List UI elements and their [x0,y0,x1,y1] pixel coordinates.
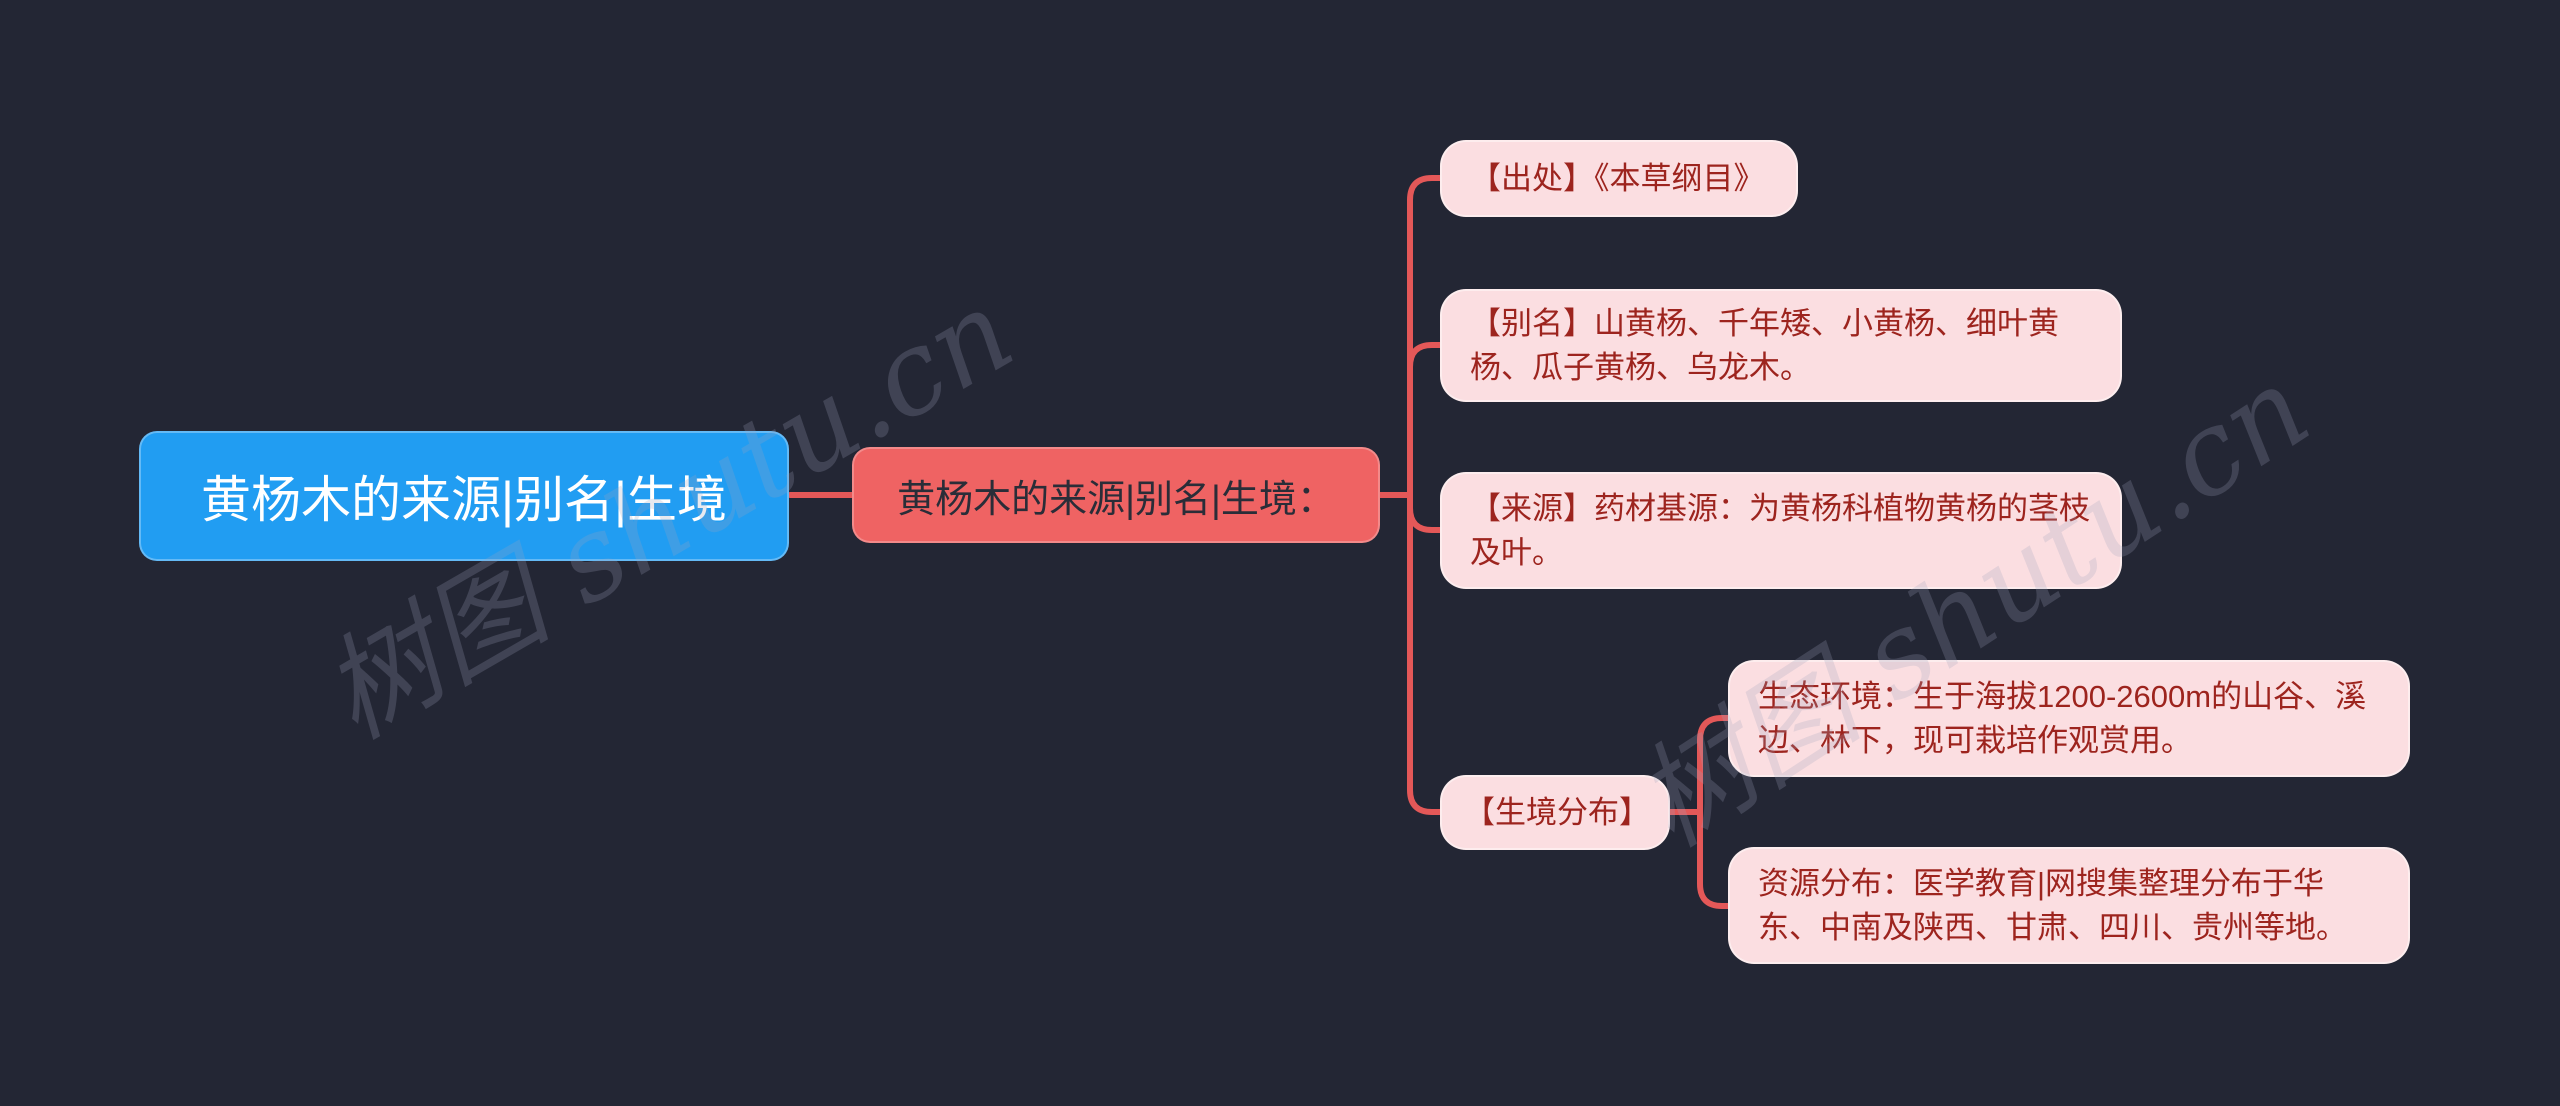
sub-branch-node-label: 资源分布：医学教育|网搜集整理分布于华东、中南及陕西、甘肃、四川、贵州等地。 [1758,865,2347,945]
link-to-shengjing [1407,492,1443,815]
branch-node-habitat-distribution[interactable]: 【生境分布】 [1440,775,1670,850]
branch-node-origin[interactable]: 【来源】药材基源：为黄杨科植物黄杨的茎枝及叶。 [1440,472,2122,589]
root-node[interactable]: 黄杨木的来源|别名|生境 [139,431,789,561]
branch-node-label: 【来源】药材基源：为黄杨科植物黄杨的茎枝及叶。 [1470,490,2090,570]
branch-node-aliases[interactable]: 【别名】山黄杨、千年矮、小黄杨、细叶黄杨、瓜子黄杨、乌龙木。 [1440,289,2122,402]
center-topic-label: 黄杨木的来源|别名|生境： [897,478,1335,521]
branch-node-source-citation[interactable]: 【出处】《本草纲目》 [1440,140,1798,217]
root-node-label: 黄杨木的来源|别名|生境 [201,472,727,528]
link-to-ziyuan [1697,809,1731,909]
link-to-chuchu [1407,175,1443,498]
link-to-bieming [1407,342,1443,498]
branch-node-label: 【别名】山黄杨、千年矮、小黄杨、细叶黄杨、瓜子黄杨、乌龙木。 [1470,305,2059,385]
sub-branch-node-resource-distribution[interactable]: 资源分布：医学教育|网搜集整理分布于华东、中南及陕西、甘肃、四川、贵州等地。 [1728,847,2410,964]
branch-node-label: 【生境分布】 [1464,794,1650,830]
link-to-laiyuan [1407,492,1443,533]
center-topic-node[interactable]: 黄杨木的来源|别名|生境： [852,447,1380,543]
link-to-shengtai [1697,715,1731,815]
branch-node-label: 【出处】《本草纲目》 [1470,160,1765,196]
sub-branch-node-ecology[interactable]: 生态环境：生于海拔1200-2600m的山谷、溪边、林下，现可栽培作观赏用。 [1728,660,2410,777]
sub-branch-node-label: 生态环境：生于海拔1200-2600m的山谷、溪边、林下，现可栽培作观赏用。 [1758,678,2367,758]
